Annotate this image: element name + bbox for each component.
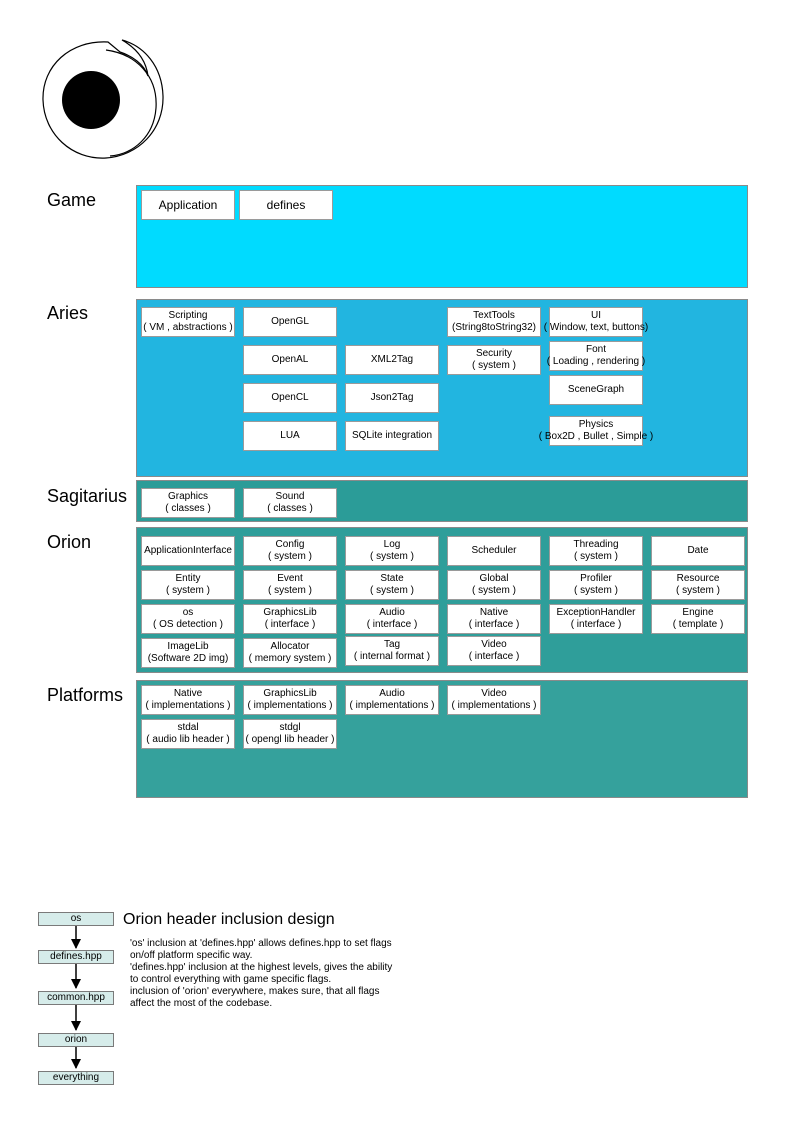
module-box: os( OS detection ) bbox=[141, 604, 235, 634]
module-box: stdgl( opengl lib header ) bbox=[243, 719, 337, 749]
description-line: 'defines.hpp' inclusion at the highest l… bbox=[130, 962, 393, 973]
module-box: Scripting( VM , abstractions ) bbox=[141, 307, 235, 337]
module-box: XML2Tag bbox=[345, 345, 439, 375]
module-box: LUA bbox=[243, 421, 337, 451]
flow-step-common: common.hpp bbox=[38, 991, 114, 1005]
description-line: affect the most of the codebase. bbox=[130, 998, 273, 1009]
flow-step-os: os bbox=[38, 912, 114, 926]
description-line: on/off platform specific way. bbox=[130, 950, 253, 961]
flow-step-orion: orion bbox=[38, 1033, 114, 1047]
flow-step-defines: defines.hpp bbox=[38, 950, 114, 964]
eye-logo-icon bbox=[42, 39, 164, 159]
layer-aries: Scripting( VM , abstractions ) OpenGL Te… bbox=[136, 299, 748, 477]
module-box: OpenAL bbox=[243, 345, 337, 375]
description-line: 'os' inclusion at 'defines.hpp' allows d… bbox=[130, 938, 392, 949]
layer-label-sagitarius: Sagitarius bbox=[47, 486, 128, 506]
inclusion-description: 'os' inclusion at 'defines.hpp' allows d… bbox=[130, 938, 430, 1010]
module-box: Audio( implementations ) bbox=[345, 685, 439, 715]
layer-label-aries: Aries bbox=[47, 303, 89, 323]
module-box: Sound( classes ) bbox=[243, 488, 337, 518]
module-box: Resource( system ) bbox=[651, 570, 745, 600]
module-box: Global( system ) bbox=[447, 570, 541, 600]
module-box: Event( system ) bbox=[243, 570, 337, 600]
module-box: UI( Window, text, buttons) bbox=[544, 307, 648, 337]
module-box: Profiler( system ) bbox=[549, 570, 643, 600]
module-box: Video( implementations ) bbox=[447, 685, 541, 715]
module-box: Scheduler bbox=[447, 536, 541, 566]
module-box: Application bbox=[141, 190, 235, 220]
module-box: Tag( internal format ) bbox=[345, 636, 439, 666]
module-box: defines bbox=[239, 190, 333, 220]
description-line: inclusion of 'orion' everywhere, makes s… bbox=[130, 986, 380, 997]
module-box: Entity( system ) bbox=[141, 570, 235, 600]
layer-label-platforms: Platforms bbox=[47, 685, 124, 705]
description-line: to control everything with game specific… bbox=[130, 974, 332, 985]
module-box: OpenGL bbox=[243, 307, 337, 337]
module-box: Log( system ) bbox=[345, 536, 439, 566]
module-box: State( system ) bbox=[345, 570, 439, 600]
module-box: Date bbox=[651, 536, 745, 566]
layer-platforms: Native( implementations ) GraphicsLib( i… bbox=[136, 680, 748, 798]
module-box: SceneGraph bbox=[549, 375, 643, 405]
layer-label-orion: Orion bbox=[47, 532, 92, 552]
module-box: stdal( audio lib header ) bbox=[141, 719, 235, 749]
module-box: Video( interface ) bbox=[447, 636, 541, 666]
module-box: Native( implementations ) bbox=[141, 685, 235, 715]
module-box: ExceptionHandler( interface ) bbox=[549, 604, 643, 634]
module-box: Physics( Box2D , Bullet , Simple ) bbox=[539, 416, 653, 446]
module-box: Threading( system ) bbox=[549, 536, 643, 566]
inclusion-title: Orion header inclusion design bbox=[123, 911, 335, 928]
layer-label-game: Game bbox=[47, 190, 97, 210]
module-box: Engine( template ) bbox=[651, 604, 745, 634]
layer-game: Application defines bbox=[136, 185, 748, 288]
layer-orion: ApplicationInterface Config( system ) Lo… bbox=[136, 527, 748, 673]
module-box: OpenCL bbox=[243, 383, 337, 413]
layer-sagitarius: Graphics( classes ) Sound( classes ) bbox=[136, 480, 748, 522]
module-box: TextTools(String8toString32) bbox=[447, 307, 541, 337]
module-box: SQLite integration bbox=[345, 421, 439, 451]
module-box: GraphicsLib( implementations ) bbox=[243, 685, 337, 715]
module-box: ImageLib(Software 2D img) bbox=[141, 638, 235, 668]
module-box: Native( interface ) bbox=[447, 604, 541, 634]
module-box: GraphicsLib( interface ) bbox=[243, 604, 337, 634]
flow-step-everything: everything bbox=[38, 1071, 114, 1085]
module-box: Allocator( memory system ) bbox=[243, 638, 337, 668]
module-box: ApplicationInterface bbox=[141, 536, 235, 566]
module-box: Config( system ) bbox=[243, 536, 337, 566]
module-box: Graphics( classes ) bbox=[141, 488, 235, 518]
module-box: Json2Tag bbox=[345, 383, 439, 413]
module-box: Audio( interface ) bbox=[345, 604, 439, 634]
module-box: Font( Loading , rendering ) bbox=[547, 341, 645, 371]
module-box: Security( system ) bbox=[447, 345, 541, 375]
